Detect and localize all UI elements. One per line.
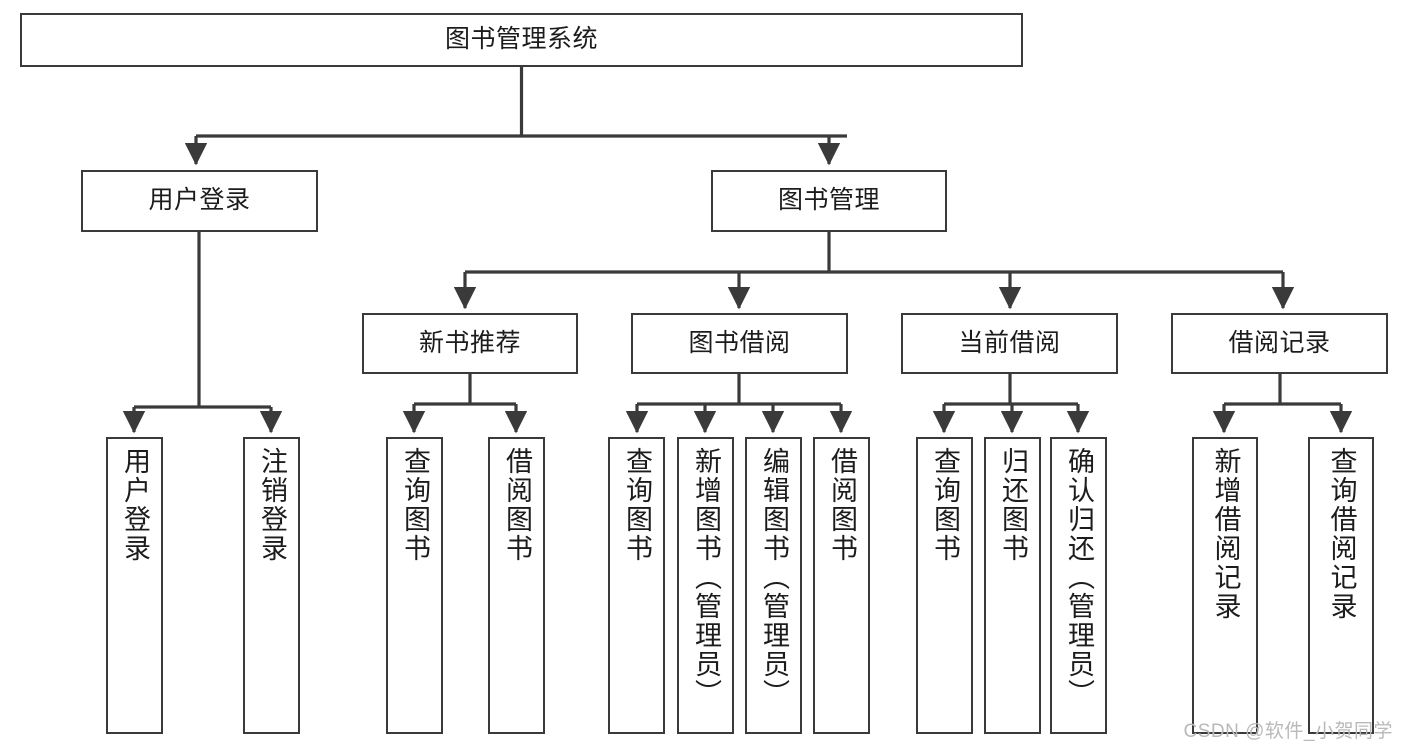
leaf-current-borrow-query[interactable]: 查询图书 — [916, 437, 973, 734]
node-label: 新增图书（管理员） — [691, 447, 721, 708]
leaf-current-borrow-confirm-admin[interactable]: 确认归还（管理员） — [1050, 437, 1107, 734]
node-label: 新书推荐 — [418, 328, 521, 357]
node-label: 查询借阅记录 — [1326, 447, 1357, 621]
node-label: 图书借阅 — [688, 328, 791, 357]
node-label: 当前借阅 — [958, 328, 1061, 357]
node-label: 用户登录 — [148, 186, 251, 215]
node-label: 图书管理 — [777, 186, 880, 215]
leaf-book-borrow-borrow[interactable]: 借阅图书 — [813, 437, 870, 734]
node-label: 编辑图书（管理员） — [759, 447, 789, 708]
node-label: 注销登录 — [257, 447, 287, 563]
node-label: 查询图书 — [622, 447, 652, 563]
node-new-book-recommend[interactable]: 新书推荐 — [362, 313, 578, 374]
node-book-management[interactable]: 图书管理 — [711, 170, 947, 232]
leaf-user-login-signin[interactable]: 用户登录 — [106, 437, 163, 734]
node-label: 确认归还（管理员） — [1064, 447, 1094, 708]
leaf-book-borrow-edit-admin[interactable]: 编辑图书（管理员） — [745, 437, 802, 734]
leaf-borrow-record-query[interactable]: 查询借阅记录 — [1308, 437, 1374, 734]
node-current-borrow[interactable]: 当前借阅 — [901, 313, 1118, 374]
node-root-system[interactable]: 图书管理系统 — [20, 13, 1023, 67]
leaf-new-book-query[interactable]: 查询图书 — [386, 437, 443, 734]
node-user-login[interactable]: 用户登录 — [81, 170, 318, 232]
leaf-new-book-borrow[interactable]: 借阅图书 — [488, 437, 545, 734]
watermark: CSDN @软件_小贺同学 — [1183, 721, 1393, 742]
node-label: 查询图书 — [930, 447, 960, 563]
node-book-borrow[interactable]: 图书借阅 — [631, 313, 848, 374]
node-label: 新增借阅记录 — [1210, 447, 1241, 621]
leaf-current-borrow-return[interactable]: 归还图书 — [984, 437, 1041, 734]
node-label: 归还图书 — [998, 447, 1028, 563]
node-label: 借阅图书 — [502, 447, 532, 563]
node-label: 借阅记录 — [1228, 328, 1331, 357]
node-label: 图书管理系统 — [444, 25, 598, 54]
leaf-book-borrow-add-admin[interactable]: 新增图书（管理员） — [677, 437, 734, 734]
leaf-book-borrow-query[interactable]: 查询图书 — [608, 437, 665, 734]
node-label: 用户登录 — [120, 447, 150, 563]
node-label: 借阅图书 — [827, 447, 857, 563]
node-label: 查询图书 — [400, 447, 430, 563]
leaf-borrow-record-add[interactable]: 新增借阅记录 — [1192, 437, 1258, 734]
node-borrow-record[interactable]: 借阅记录 — [1171, 313, 1388, 374]
leaf-user-login-signout[interactable]: 注销登录 — [243, 437, 300, 734]
